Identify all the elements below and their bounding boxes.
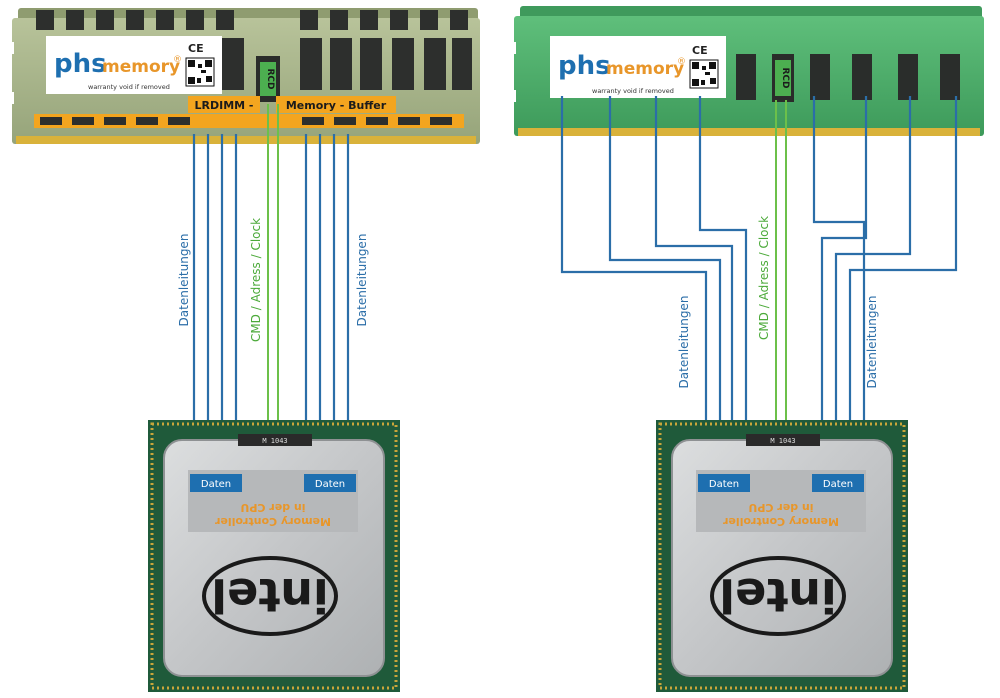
rdimm-rcd-label: RCD	[780, 67, 790, 88]
left-cpu-data-label-1: Daten	[201, 479, 231, 490]
lrdimm-label-left: LRDIMM -	[195, 99, 254, 112]
rdimm-ce-mark: CE	[692, 44, 708, 57]
right-cpu-data-label-2: Daten	[823, 479, 853, 490]
lrdimm-registered-mark: ®	[173, 55, 182, 65]
right-cpu-chip-code: M 1043	[770, 437, 795, 445]
lrdimm-brand-memory: memory	[102, 57, 180, 77]
left-cmd-lines	[267, 104, 279, 470]
lrdimm-brand-label: phs memory ® CE warranty void if removed	[46, 36, 222, 94]
rdimm-dram-chips	[736, 54, 960, 100]
lrdimm-module: RCD phs memory ® CE warranty void if rem…	[8, 8, 480, 144]
right-data-lines	[560, 96, 958, 474]
lrdimm-rcd-label: RCD	[265, 68, 275, 89]
right-cpu-data-box-2	[812, 474, 864, 492]
lrdimm-label-right: Memory - Buffer	[286, 99, 387, 112]
lrdimm-qr-code-icon	[185, 57, 215, 87]
left-cmd-lines-label: CMD / Adress / Clock	[249, 218, 263, 342]
rdimm-warranty-text: warranty void if removed	[592, 87, 674, 95]
right-cpu-data-label-1: Daten	[709, 479, 739, 490]
rdimm-registered-mark: ®	[677, 57, 686, 67]
rdimm-qr-code-icon	[689, 59, 719, 89]
left-cpu-data-label-2: Daten	[315, 479, 345, 490]
right-memory-controller-line2: in der CPU	[748, 501, 813, 514]
left-data-lines-label-2: Datenleitungen	[355, 234, 369, 327]
right-cmd-lines	[775, 100, 787, 470]
rdimm-module: RCD phs memory ® CE warranty void if rem…	[510, 6, 984, 136]
left-cpu-chip-code: M 1043	[262, 437, 287, 445]
left-cpu-data-box-2	[304, 474, 356, 492]
right-memory-controller-line1: Memory Controller	[722, 515, 839, 528]
left-data-lines	[192, 134, 350, 474]
left-intel-logo: intel	[202, 556, 338, 636]
rdimm-gold-contacts	[518, 128, 980, 136]
right-cpu-data-box-1	[698, 474, 750, 492]
left-memory-controller-line1: Memory Controller	[214, 515, 331, 528]
lrdimm-ce-mark: CE	[188, 42, 204, 55]
left-cpu-data-box-1	[190, 474, 242, 492]
lrdimm-warranty-text: warranty void if removed	[88, 83, 170, 91]
lrdimm-brand-phs: phs	[54, 49, 107, 79]
lrdimm-dram-chips	[36, 10, 472, 90]
left-data-lines-label-1: Datenleitungen	[177, 234, 191, 327]
right-data-lines-label-2: Datenleitungen	[865, 296, 879, 389]
rdimm-brand-label: phs memory ® CE warranty void if removed	[550, 36, 726, 98]
left-intel-logo-text: intel	[211, 568, 328, 622]
lrdimm-gold-contacts	[16, 136, 476, 144]
right-intel-logo: intel	[710, 556, 846, 636]
right-cpu: M 1043 Daten Daten Memory Controller in …	[656, 420, 908, 692]
rdimm-brand-phs: phs	[558, 51, 611, 81]
left-cpu: M 1043 Daten Daten Memory Controller in …	[148, 420, 400, 692]
left-memory-controller-line2: in der CPU	[240, 501, 305, 514]
rdimm-brand-memory: memory	[606, 59, 684, 79]
lrdimm-buffer-chips	[40, 117, 452, 125]
right-data-lines-label-1: Datenleitungen	[677, 296, 691, 389]
right-intel-logo-text: intel	[719, 568, 836, 622]
right-cmd-lines-label: CMD / Adress / Clock	[757, 216, 771, 340]
